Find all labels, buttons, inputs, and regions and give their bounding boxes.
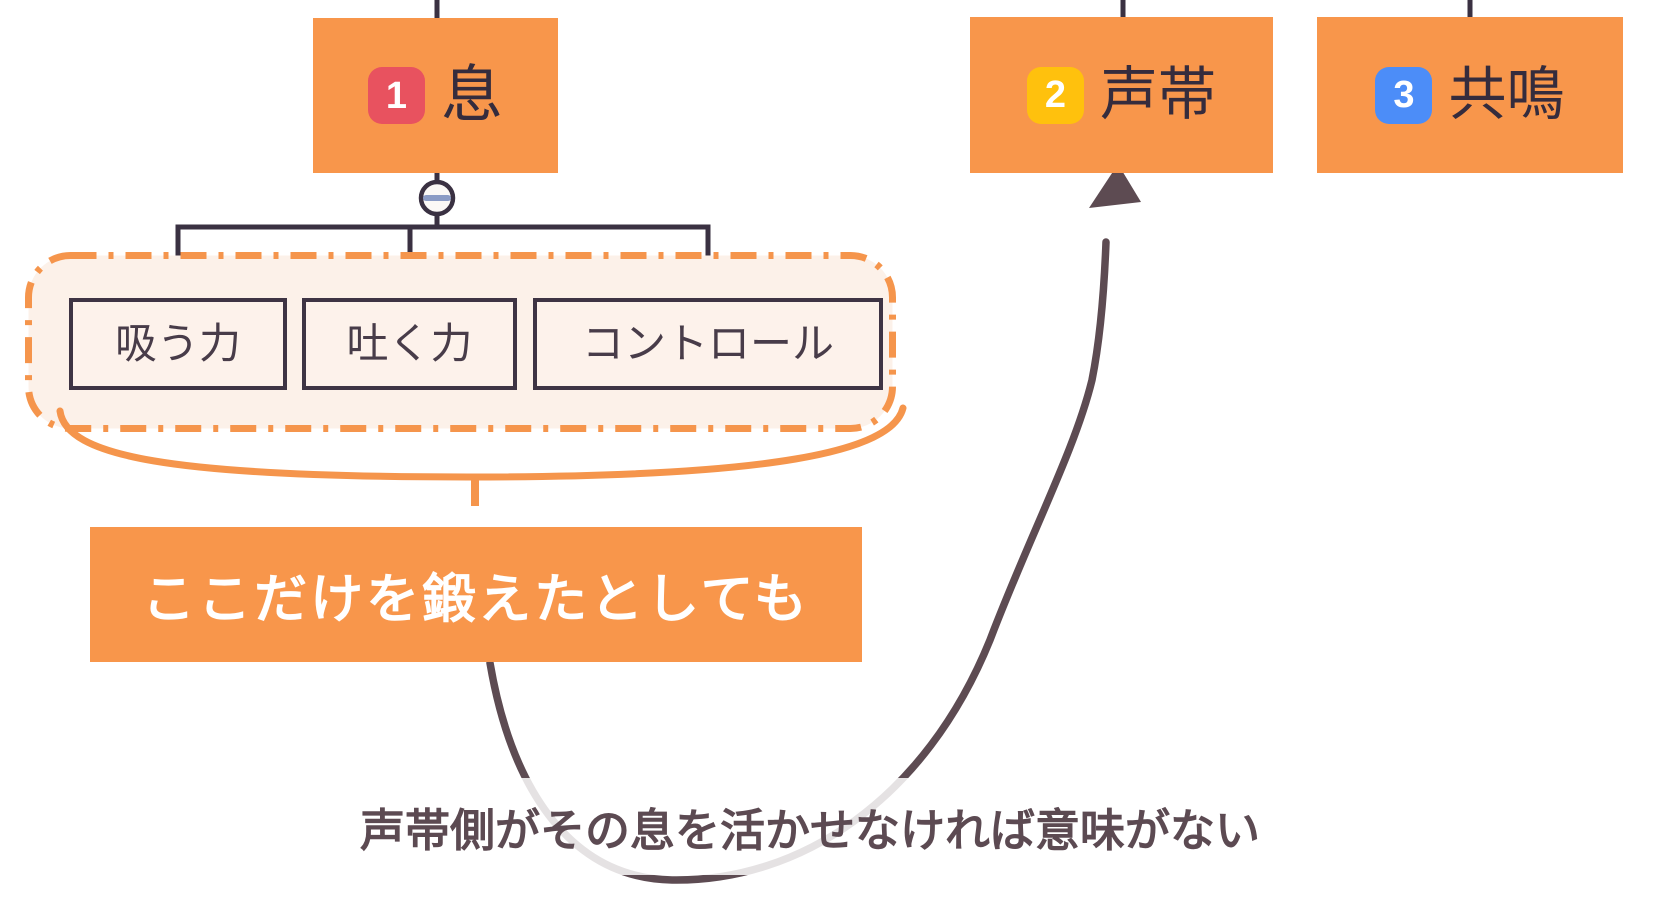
brace-curve <box>56 404 907 481</box>
callout-banner-label: ここだけを鍛えたとしても <box>142 567 810 630</box>
arrow-note-text: 声帯側がその息を活かせなければ意味がない <box>359 804 1260 857</box>
callout-banner: ここだけを鍛えたとしても <box>90 527 862 662</box>
subtopic-node-exhale-power[interactable]: 吐く力 <box>302 298 517 390</box>
priority-badge-1: 1 <box>367 67 425 124</box>
subtopic-label: コントロール <box>581 320 834 367</box>
topic-label: 息 <box>440 60 503 130</box>
topic-label: 共鳴 <box>1448 62 1565 127</box>
topic-label: 声帯 <box>1099 62 1216 127</box>
arrow-note-label: 声帯側がその息を活かせなければ意味がない <box>330 778 1290 875</box>
priority-badge-2: 2 <box>1026 66 1084 124</box>
collapse-toggle[interactable] <box>418 179 456 217</box>
topic-node-vocal-cords[interactable]: 2 声帯 <box>970 17 1273 173</box>
subtopic-node-control[interactable]: コントロール <box>533 298 883 390</box>
relationship-arrowhead <box>1089 164 1141 208</box>
topic-node-breath[interactable]: 1 息 <box>313 18 558 173</box>
subtopic-label: 吸う力 <box>114 320 241 367</box>
subtopic-node-inhale-power[interactable]: 吸う力 <box>69 298 287 390</box>
topic-node-resonance[interactable]: 3 共鳴 <box>1317 17 1623 173</box>
priority-badge-3: 3 <box>1375 66 1433 124</box>
subtopic-label: 吐く力 <box>346 320 473 367</box>
